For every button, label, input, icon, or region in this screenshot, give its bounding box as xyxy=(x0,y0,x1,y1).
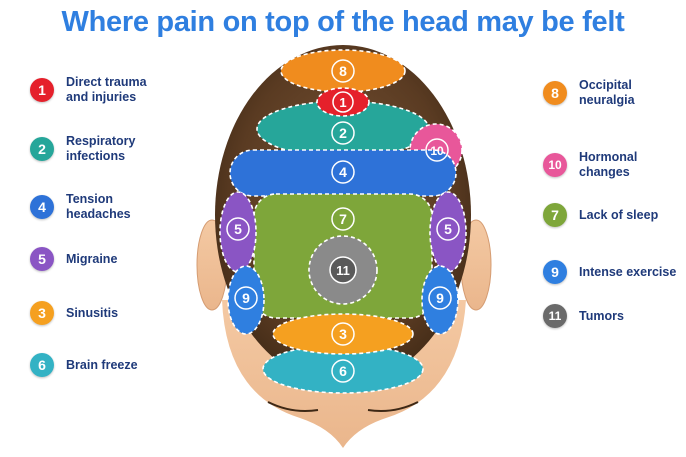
zone-3-label: 3 xyxy=(339,326,347,342)
legend-item-10: 10 Hormonal changes xyxy=(543,150,637,180)
zone-10-badge: 10 xyxy=(425,138,449,162)
legend-label-5: Migraine xyxy=(66,251,118,266)
legend-label-11: Tumors xyxy=(579,308,624,323)
legend-item-1: 1 Direct trauma and injuries xyxy=(30,75,147,105)
zone-11-badge: 11 xyxy=(329,256,357,284)
legend-label-4: Tension headaches xyxy=(66,192,131,221)
legend-badge-1: 1 xyxy=(30,78,54,102)
legend-item-3: 3 Sinusitis xyxy=(30,301,118,325)
legend-label-7: Lack of sleep xyxy=(579,207,659,222)
zone-1-region xyxy=(316,87,370,117)
zone-7-label: 7 xyxy=(339,211,347,227)
diagram-title: Where pain on top of the head may be fel… xyxy=(61,6,625,38)
zone-2-badge: 2 xyxy=(331,121,355,145)
legend-label-10: Hormonal changes xyxy=(579,150,638,179)
legend-badge-2: 2 xyxy=(30,137,54,161)
zone-5-left-label: 5 xyxy=(234,221,242,237)
zone-5-right-badge: 5 xyxy=(436,217,460,241)
legend-label-1: Direct trauma and injuries xyxy=(66,75,147,104)
zone-9-right-badge: 9 xyxy=(428,286,452,310)
zone-11-label: 11 xyxy=(336,263,350,278)
zone-4-region xyxy=(229,149,457,197)
zone-badges: 8 1 2 10 4 7 5 5 11 9 9 3 6 xyxy=(226,59,460,383)
legend-item-11: 11 Tumors xyxy=(543,304,624,328)
legend-badge-11: 11 xyxy=(543,304,567,328)
zone-10-label: 10 xyxy=(430,144,444,158)
legend-badge-8: 8 xyxy=(543,81,567,105)
legend-item-2: 2 Respiratory infections xyxy=(30,134,135,164)
brow-right xyxy=(367,401,419,412)
brow-left xyxy=(267,401,319,412)
legend-label-6: Brain freeze xyxy=(66,357,138,372)
legend-badge-4: 4 xyxy=(30,195,54,219)
zone-8-label: 8 xyxy=(339,63,347,79)
zone-5-left-badge: 5 xyxy=(226,217,250,241)
legend-badge-6: 6 xyxy=(30,353,54,377)
legend-item-5: 5 Migraine xyxy=(30,247,117,271)
zone-3-badge: 3 xyxy=(331,322,355,346)
legend-label-8: Occipital neuralgia xyxy=(579,78,635,107)
legend-item-7: 7 Lack of sleep xyxy=(543,203,658,227)
legend-item-4: 4 Tension headaches xyxy=(30,192,131,222)
legend-badge-9: 9 xyxy=(543,260,567,284)
legend-badge-5: 5 xyxy=(30,247,54,271)
legend-badge-10: 10 xyxy=(543,153,567,177)
legend-label-2: Respiratory infections xyxy=(66,134,136,163)
zone-1-badge: 1 xyxy=(332,91,354,113)
zone-6-label: 6 xyxy=(339,363,347,379)
zone-5-left-region xyxy=(219,191,257,273)
zone-8-region xyxy=(280,49,406,93)
zone-4-badge: 4 xyxy=(331,160,355,184)
zone-5-right-region xyxy=(429,191,467,273)
legend-badge-3: 3 xyxy=(30,301,54,325)
zone-9-left-label: 9 xyxy=(242,290,250,306)
zone-9-left-region xyxy=(227,265,265,335)
zone-4-label: 4 xyxy=(339,164,347,180)
legend-item-8: 8 Occipital neuralgia xyxy=(543,78,635,108)
zone-9-right-region xyxy=(421,265,459,335)
legend-badge-7: 7 xyxy=(543,203,567,227)
zone-6-badge: 6 xyxy=(331,359,355,383)
zone-1-label: 1 xyxy=(339,95,346,110)
legend-label-3: Sinusitis xyxy=(66,305,119,320)
legend-item-9: 9 Intense exercise xyxy=(543,260,676,284)
zone-9-left-badge: 9 xyxy=(234,286,258,310)
legend-item-6: 6 Brain freeze xyxy=(30,353,138,377)
zone-8-badge: 8 xyxy=(331,59,355,83)
zone-2-label: 2 xyxy=(339,125,347,141)
zone-7-badge: 7 xyxy=(331,207,355,231)
legend-label-9: Intense exercise xyxy=(579,264,677,279)
zone-5-right-label: 5 xyxy=(444,221,452,237)
zone-9-right-label: 9 xyxy=(436,290,444,306)
zone-3-region xyxy=(272,313,414,355)
